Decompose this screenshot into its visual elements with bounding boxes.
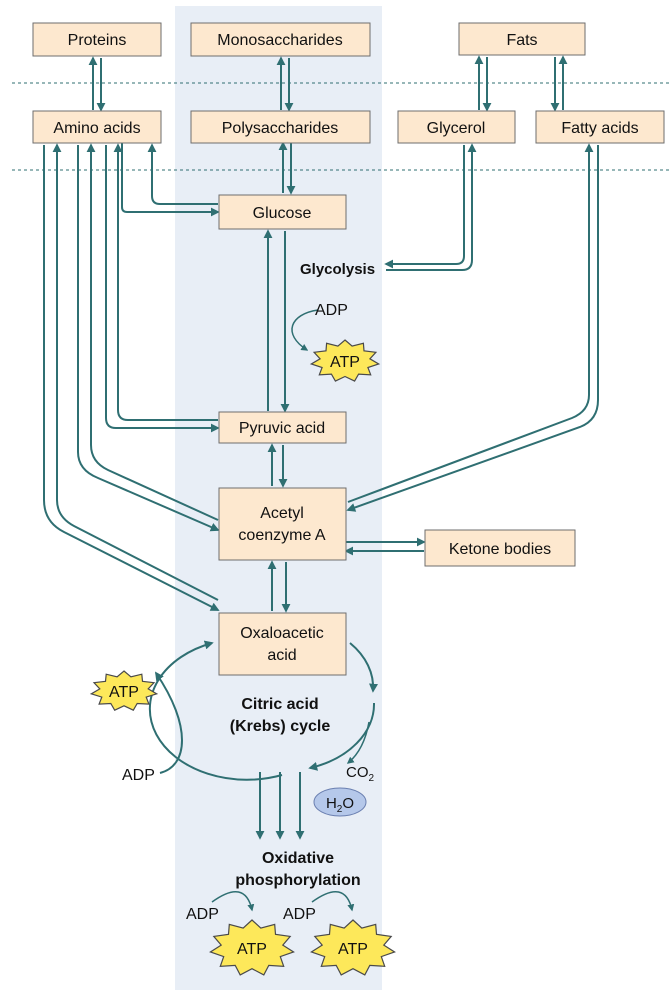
atp-badge-oxphos-1: ATP xyxy=(209,919,295,976)
co2-label: CO2 xyxy=(346,764,375,784)
node-amino-acids-label: Amino acids xyxy=(53,120,140,137)
citric-acid-cycle-label-line2: (Krebs) cycle xyxy=(230,718,331,735)
node-ketone-bodies-label: Ketone bodies xyxy=(449,541,551,558)
atp-badge-oxphos-1-label: ATP xyxy=(237,941,267,958)
pathway-arrows xyxy=(43,55,599,912)
node-pyruvic-acid: Pyruvic acid xyxy=(218,411,347,444)
node-acetyl-coenzyme-a: Acetyl coenzyme A xyxy=(218,487,347,561)
atp-badge-oxphos-1-shape xyxy=(209,919,295,976)
node-glycerol: Glycerol xyxy=(397,110,516,144)
node-glucose-label: Glucose xyxy=(253,205,312,222)
node-monosaccharides-label: Monosaccharides xyxy=(217,32,342,49)
node-polysaccharides-label: Polysaccharides xyxy=(222,120,339,137)
node-pyruvic-acid-label: Pyruvic acid xyxy=(239,420,325,437)
node-fats: Fats xyxy=(458,22,586,56)
node-oxaloacetic-label-line1: Oxaloacetic xyxy=(240,625,324,642)
h2o-label: H2O xyxy=(326,795,354,815)
node-proteins-label: Proteins xyxy=(68,32,127,49)
atp-badge-glycolysis-shape xyxy=(309,339,381,382)
adp-label-glycolysis: ADP xyxy=(315,302,348,319)
citric-acid-cycle-label-line1: Citric acid xyxy=(241,696,318,713)
node-ketone-bodies: Ketone bodies xyxy=(424,529,576,567)
node-fats-label: Fats xyxy=(506,32,537,49)
node-monosaccharides: Monosaccharides xyxy=(190,22,371,57)
adp-label-krebs: ADP xyxy=(122,767,155,784)
node-acetyl-label-line2: coenzyme A xyxy=(238,527,325,544)
node-acetyl-label-line1: Acetyl xyxy=(260,505,304,522)
node-oxaloacetic-acid: Oxaloacetic acid xyxy=(218,612,347,676)
node-proteins: Proteins xyxy=(32,22,162,57)
atp-badge-krebs-shape xyxy=(89,670,159,711)
node-amino-acids: Amino acids xyxy=(32,110,162,144)
node-glycerol-label: Glycerol xyxy=(427,120,486,137)
node-fatty-acids-label: Fatty acids xyxy=(561,120,638,137)
node-oxaloacetic-label-line2: acid xyxy=(267,647,296,664)
node-polysaccharides: Polysaccharides xyxy=(190,110,371,144)
atp-badge-oxphos-2-shape xyxy=(310,919,396,976)
h2o-droplet: H2O xyxy=(313,787,367,817)
oxidative-phosphorylation-label-line1: Oxidative xyxy=(262,850,334,867)
atp-badge-oxphos-2-label: ATP xyxy=(338,941,368,958)
glycolysis-label: Glycolysis xyxy=(300,261,375,278)
node-fatty-acids: Fatty acids xyxy=(535,110,665,144)
atp-badge-krebs-label: ATP xyxy=(109,684,139,701)
atp-bursts: ATP ATP ATP ATP xyxy=(89,339,396,976)
oxidative-phosphorylation-label-line2: phosphorylation xyxy=(235,872,360,889)
node-glucose: Glucose xyxy=(218,194,347,230)
atp-badge-krebs: ATP xyxy=(89,670,159,711)
adp-label-oxphos-2: ADP xyxy=(283,906,316,923)
adp-label-oxphos-1: ADP xyxy=(186,906,219,923)
atp-badge-glycolysis: ATP xyxy=(309,339,381,382)
atp-badge-glycolysis-label: ATP xyxy=(330,354,360,371)
atp-badge-oxphos-2: ATP xyxy=(310,919,396,976)
